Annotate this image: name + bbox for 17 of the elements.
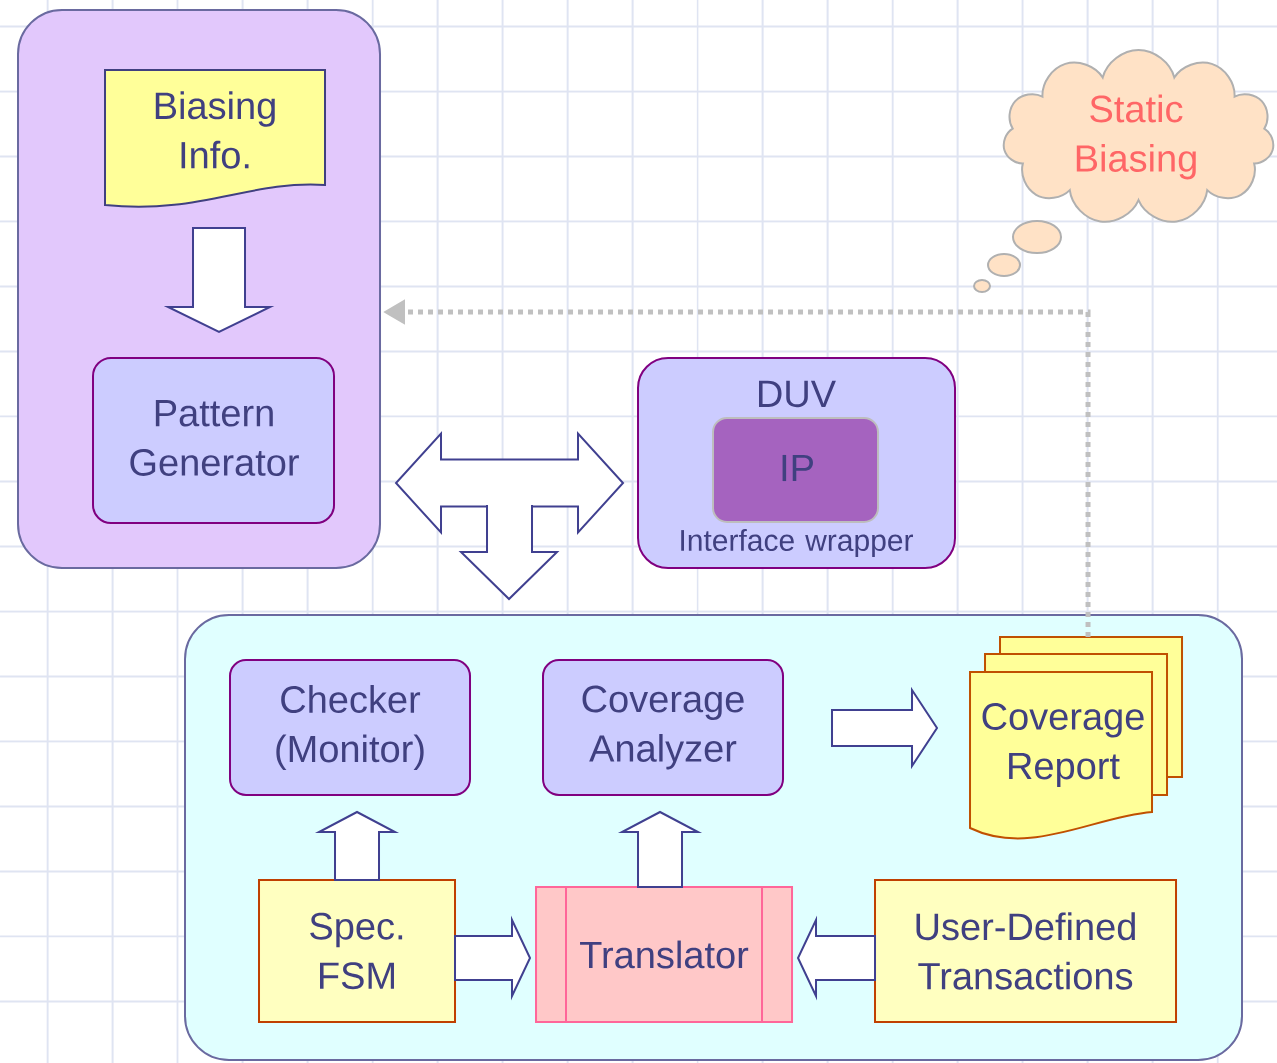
block-arrow xyxy=(454,915,532,1001)
block-arrow xyxy=(796,915,876,1001)
input-box: Spec. FSM xyxy=(258,879,456,1023)
process-box: Checker (Monitor) xyxy=(229,659,471,796)
core-box: IP xyxy=(712,417,879,523)
block-arrow xyxy=(394,430,625,536)
block-arrow xyxy=(831,686,939,770)
block-arrow xyxy=(163,227,275,334)
block-arrow xyxy=(458,504,560,601)
translator-box: Translator xyxy=(535,886,793,1023)
document-stack: Coverage Report xyxy=(969,636,1183,840)
thought-cloud: Static Biasing xyxy=(1002,49,1275,223)
block-arrow xyxy=(314,810,400,881)
block-arrow xyxy=(617,810,703,888)
process-box: Coverage Analyzer xyxy=(542,659,784,796)
input-box: User-Defined Transactions xyxy=(874,879,1177,1023)
process-box: Pattern Generator xyxy=(92,357,335,524)
